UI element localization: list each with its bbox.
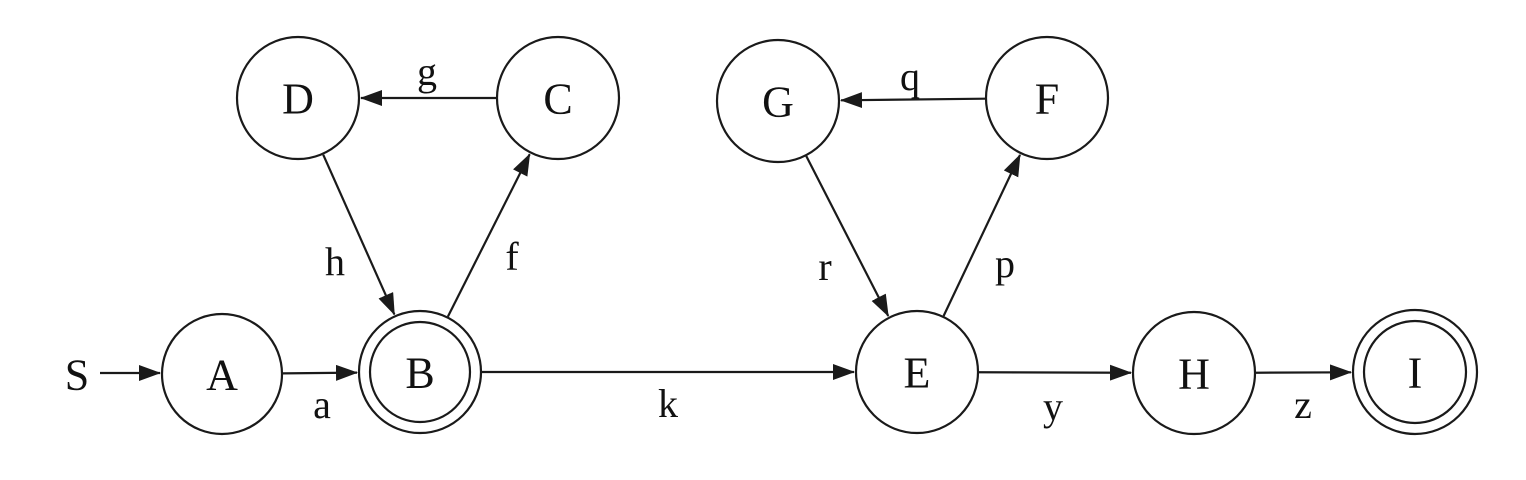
state-circle-H	[1131, 310, 1257, 436]
edge-label-a: a	[313, 382, 331, 427]
state-label-G: G	[762, 77, 794, 126]
state-node-E: E	[854, 309, 980, 435]
edge-a	[282, 364, 359, 381]
state-node-G: G	[715, 38, 841, 164]
state-node-B: B	[357, 309, 483, 435]
state-circle-E	[854, 309, 980, 435]
state-label-A: A	[206, 350, 238, 399]
edge-h	[322, 154, 396, 316]
state-label-B: B	[405, 348, 434, 397]
state-inner-circle-B	[368, 320, 472, 424]
edge-label-y: y	[1043, 384, 1063, 429]
state-node-A: A	[160, 312, 284, 436]
state-label-H: H	[1178, 349, 1210, 398]
state-circle-B	[357, 309, 483, 435]
edge-y	[978, 364, 1133, 381]
state-label-D: D	[282, 74, 314, 123]
edge-label-p: p	[995, 241, 1015, 286]
edge-f	[446, 153, 531, 318]
state-node-D: D	[235, 35, 361, 161]
state-circle-D	[235, 35, 361, 161]
edge-label-k: k	[658, 381, 678, 426]
edge-p	[942, 154, 1021, 317]
start-state-label: S	[65, 350, 89, 399]
edge-label-r: r	[818, 244, 831, 289]
state-circle-G	[715, 38, 841, 164]
edge-r	[805, 155, 890, 317]
edge-q	[839, 92, 986, 109]
state-label-E: E	[904, 348, 931, 397]
edge-label-f: f	[505, 234, 519, 279]
state-node-F: F	[984, 35, 1110, 161]
edge-label-g: g	[417, 49, 437, 94]
state-label-I: I	[1408, 348, 1423, 397]
state-circle-C	[495, 35, 621, 161]
state-circle-I	[1351, 308, 1479, 436]
edge-label-h: h	[325, 239, 345, 284]
state-node-C: C	[495, 35, 621, 161]
edge-label-z: z	[1294, 382, 1312, 427]
state-label-F: F	[1035, 74, 1059, 123]
state-label-C: C	[543, 74, 572, 123]
state-node-H: H	[1131, 310, 1257, 436]
state-inner-circle-I	[1362, 319, 1468, 425]
edge-label-q: q	[900, 54, 920, 99]
state-circle-A	[160, 312, 284, 436]
state-node-I: I	[1351, 308, 1479, 436]
state-circle-F	[984, 35, 1110, 161]
